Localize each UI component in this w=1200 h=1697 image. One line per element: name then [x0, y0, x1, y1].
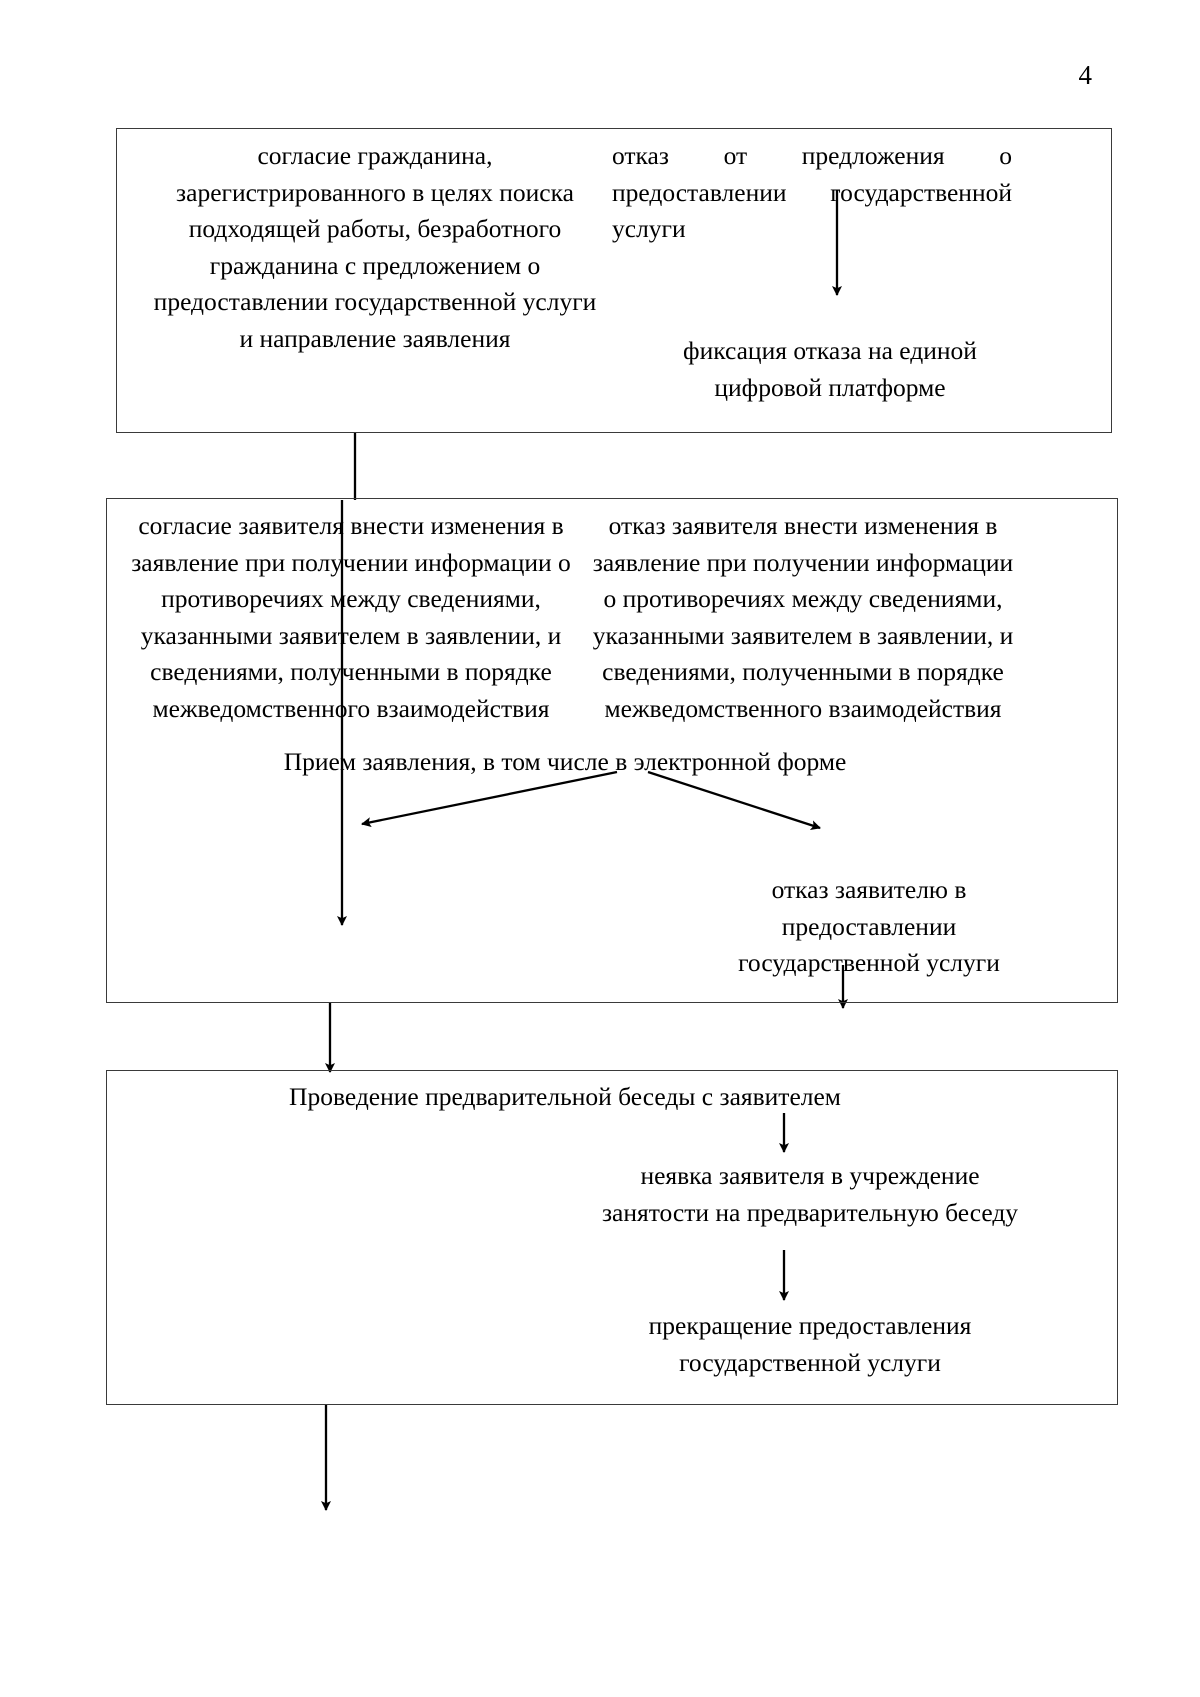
box1-refusal-text: отказ от предложения о предоставлении го… — [612, 141, 1012, 243]
box3-no-show-text: неявка заявителя в учреждение занятости … — [601, 1161, 1019, 1227]
box3-termination-text: прекращение предоставления государственн… — [648, 1311, 972, 1377]
flow-box-application-intake — [106, 498, 1118, 1003]
box2-intake-label: Прием заявления, в том числе в электронн… — [283, 747, 847, 776]
box2-consent-amend-text: согласие заявителя внести изменения в за… — [131, 511, 571, 723]
box1-consent-text: согласие гражданина, зарегистрированного… — [153, 141, 597, 353]
box2-service-refusal-text: отказ заявителю в предоставлении государ… — [738, 875, 1000, 977]
box1-fixation-text: фиксация отказа на единой цифровой платф… — [683, 336, 977, 402]
flow-box-consent-refusal — [116, 128, 1112, 433]
box3-interview-label: Проведение предварительной беседы с заяв… — [289, 1082, 841, 1111]
page-number: 4 — [1078, 60, 1093, 90]
flow-box-preliminary-interview — [106, 1070, 1118, 1405]
box2-refusal-amend-text: отказ заявителя внести изменения в заявл… — [592, 511, 1014, 723]
